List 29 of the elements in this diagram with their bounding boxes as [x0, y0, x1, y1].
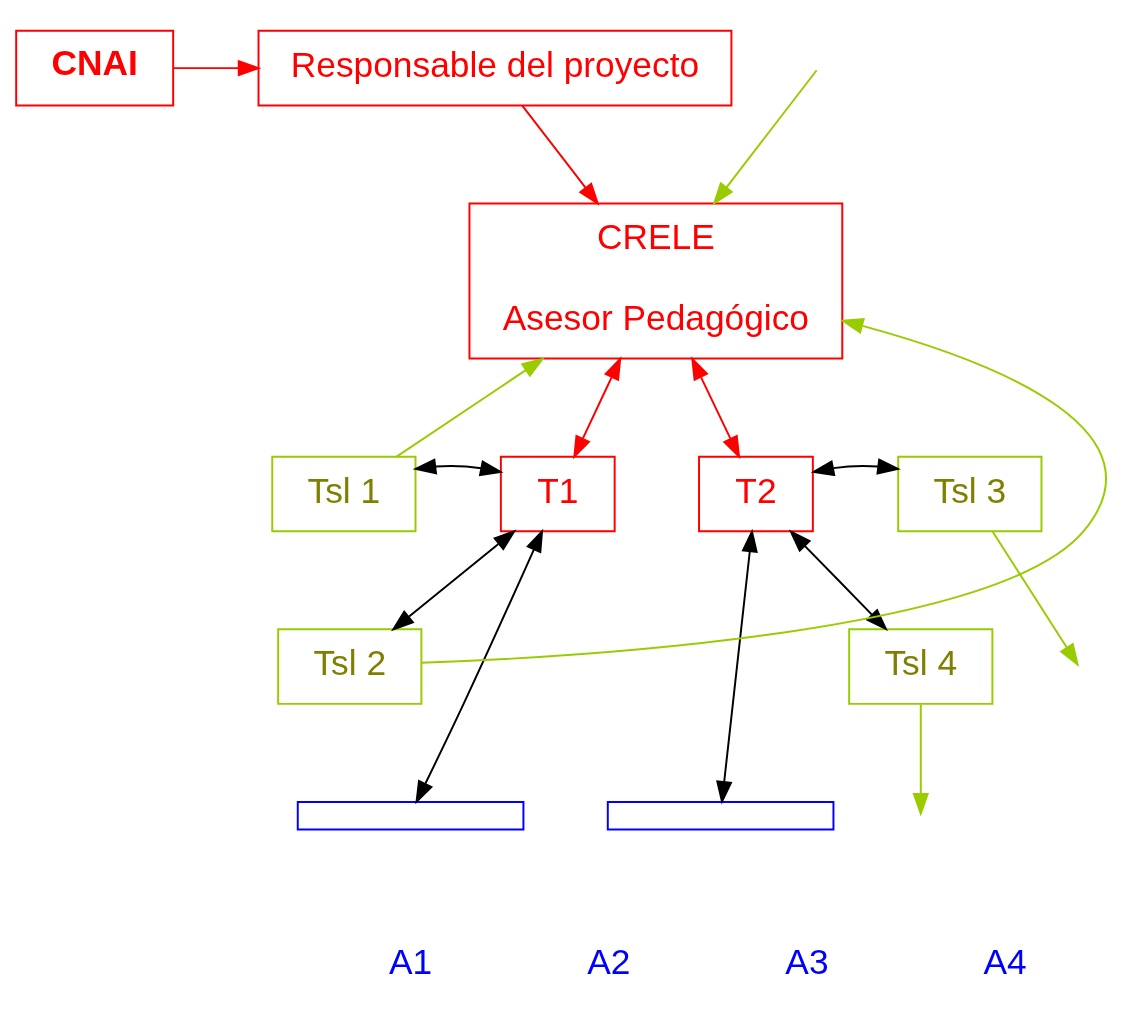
- node-box: Tsl 2: [277, 628, 423, 705]
- label: A1: [388, 941, 433, 981]
- node-box: Responsable del proyecto: [257, 29, 733, 107]
- arrow: [415, 528, 544, 805]
- arrow: [395, 357, 545, 458]
- node-box: Tsl 1: [271, 455, 417, 533]
- arrow: [172, 59, 262, 77]
- arrow: [420, 318, 1107, 664]
- arrow: [991, 530, 1080, 667]
- arrow: [712, 69, 818, 206]
- arrow: [716, 528, 758, 805]
- node-box: Tsl 3: [897, 455, 1043, 533]
- arrow: [691, 356, 741, 460]
- arrow: [912, 703, 930, 817]
- node-box: T1: [499, 455, 616, 533]
- label: A3: [785, 941, 829, 981]
- node-box: [296, 801, 525, 831]
- arrow: [573, 356, 622, 460]
- node-box: Tsl 4: [848, 628, 994, 705]
- node-box: CNAI: [15, 29, 175, 107]
- arrow: [412, 458, 504, 477]
- node-box: [606, 801, 835, 831]
- label: A2: [587, 941, 631, 981]
- node-box: T2: [698, 455, 814, 533]
- label: A4: [983, 941, 1027, 981]
- node-box: CRELE Asesor Pedagógico: [468, 202, 844, 360]
- arrow: [391, 529, 517, 632]
- arrow: [521, 104, 600, 206]
- arrow: [810, 458, 901, 477]
